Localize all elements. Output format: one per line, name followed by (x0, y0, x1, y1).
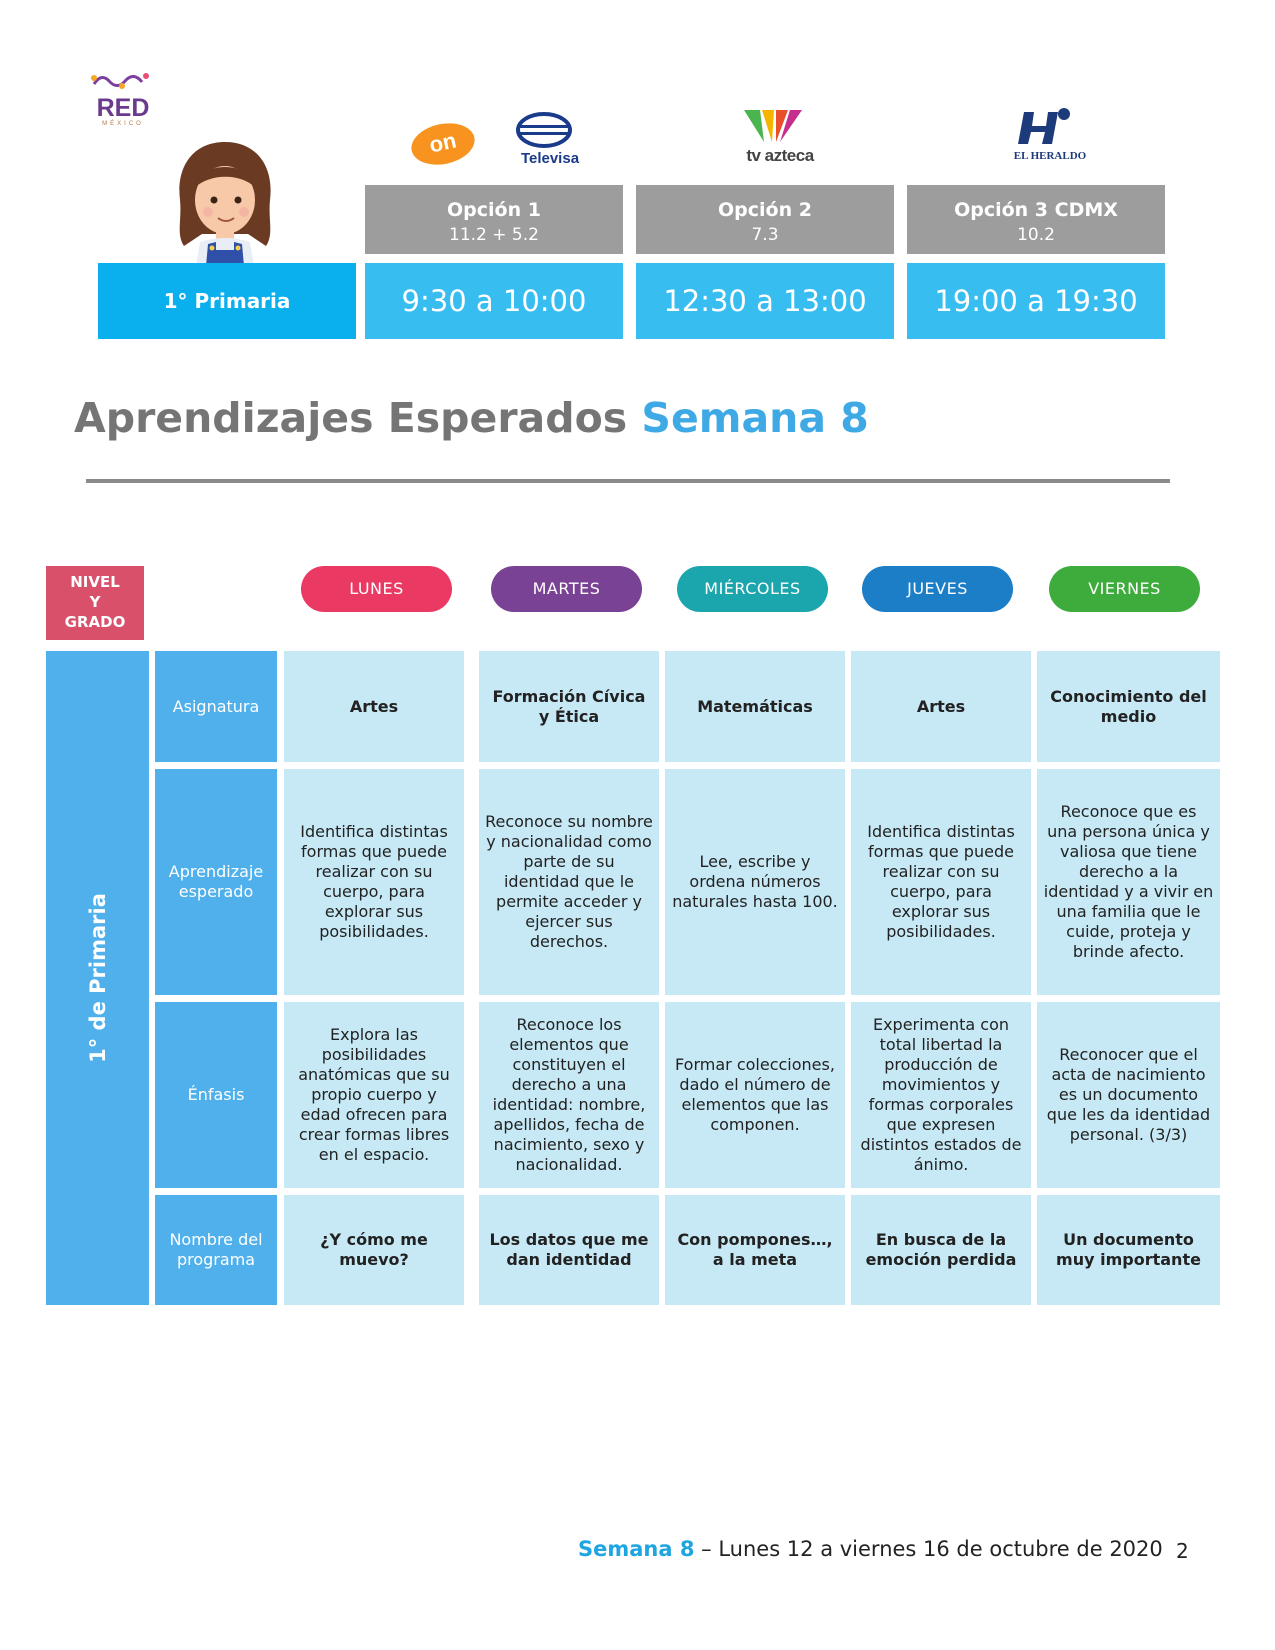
page-title: Aprendizajes Esperados Semana 8 (74, 394, 869, 442)
nivel-word: NIVEL (70, 573, 120, 591)
cell-enfasis-martes: Reconoce los elementos que constituyen e… (479, 1002, 659, 1188)
row-label-aprendizaje: Aprendizaje esperado (155, 769, 277, 995)
day-pill-viernes: VIERNES (1049, 566, 1200, 612)
cell-programa-jueves: En busca de la emoción perdida (851, 1195, 1031, 1305)
grado-word: GRADO (64, 613, 126, 631)
day-pill-jueves: JUEVES (862, 566, 1013, 612)
option-3-time: 19:00 a 19:30 (907, 263, 1165, 339)
grade-label: 1° Primaria (98, 263, 356, 339)
option-3-header: Opción 3 CDMX 10.2 (907, 185, 1165, 254)
cell-programa-lunes: ¿Y cómo me muevo? (284, 1195, 464, 1305)
cell-asignatura-martes: Formación Cívica y Ética (479, 651, 659, 762)
option-channel: 11.2 + 5.2 (449, 225, 539, 245)
red-logo-word: RED (96, 94, 150, 122)
day-pill-miercoles: MIÉRCOLES (677, 566, 828, 612)
title-main: Aprendizajes Esperados (74, 394, 642, 442)
cell-aprendizaje-miercoles: Lee, escribe y ordena números naturales … (665, 769, 845, 995)
cell-programa-martes: Los datos que me dan identidad (479, 1195, 659, 1305)
cell-enfasis-jueves: Experimenta con total libertad la produc… (851, 1002, 1031, 1188)
cell-programa-miercoles: Con pompones…, a la meta (665, 1195, 845, 1305)
footer-date-range: Semana 8 – Lunes 12 a viernes 16 de octu… (578, 1537, 1163, 1561)
day-pill-martes: MARTES (491, 566, 642, 612)
cell-enfasis-miercoles: Formar colecciones, dado el número de el… (665, 1002, 845, 1188)
option-1-header: Opción 1 11.2 + 5.2 (365, 185, 623, 254)
cell-aprendizaje-jueves: Identifica distintas formas que puede re… (851, 769, 1031, 995)
girl-illustration (179, 142, 271, 266)
y-word: Y (89, 593, 101, 611)
cell-aprendizaje-viernes: Reconoce que es una persona única y vali… (1037, 769, 1220, 995)
cell-programa-viernes: Un documento muy importante (1037, 1195, 1220, 1305)
footer-week: Semana 8 (578, 1537, 695, 1561)
option-2-header: Opción 2 7.3 (636, 185, 894, 254)
red-logo-swirl-icon (91, 73, 149, 89)
title-highlight: Semana 8 (641, 394, 869, 442)
cell-aprendizaje-martes: Reconoce su nombre y nacionalidad como p… (479, 769, 659, 995)
tvazteca-wordmark: tv azteca (746, 146, 814, 165)
cell-enfasis-lunes: Explora las posibilidades anatómicas que… (284, 1002, 464, 1188)
once-ninos-logo: on (411, 123, 475, 165)
grade-vertical-label: 1° de Primaria (85, 893, 110, 1063)
red-logo-sub: MÉXICO (102, 121, 144, 127)
cell-enfasis-viernes: Reconocer que el acta de nacimiento es u… (1037, 1002, 1220, 1188)
row-label-programa: Nombre del programa (155, 1195, 277, 1305)
cell-aprendizaje-lunes: Identifica distintas formas que puede re… (284, 769, 464, 995)
option-title: Opción 2 (718, 199, 812, 221)
nivel-grado-label: NIVEL Y GRADO (46, 566, 144, 640)
footer-text: – Lunes 12 a viernes 16 de octubre de 20… (694, 1537, 1163, 1561)
row-label-asignatura: Asignatura (155, 651, 277, 762)
option-title: Opción 1 (447, 199, 541, 221)
red-mexico-logo: RED MÉXICO (88, 70, 158, 132)
option-title: Opción 3 CDMX (954, 199, 1118, 221)
cell-asignatura-miercoles: Matemáticas (665, 651, 845, 762)
option-channel: 7.3 (751, 225, 779, 245)
svg-text:on: on (427, 128, 459, 158)
option-2-time: 12:30 a 13:00 (636, 263, 894, 339)
heraldo-logo-icon (1018, 108, 1070, 144)
option-1-time: 9:30 a 10:00 (365, 263, 623, 339)
cell-asignatura-lunes: Artes (284, 651, 464, 762)
heraldo-wordmark: EL HERALDO (1013, 150, 1087, 162)
tvazteca-logo-icon (744, 110, 802, 142)
day-pill-lunes: LUNES (301, 566, 452, 612)
televisa-wordmark: Televisa (520, 150, 580, 167)
grade-vertical-bar: 1° de Primaria (46, 651, 149, 1305)
page-number: 2 (1176, 1539, 1189, 1563)
option-channel: 10.2 (1017, 225, 1055, 245)
row-label-enfasis: Énfasis (155, 1002, 277, 1188)
televisa-logo-icon (516, 112, 572, 148)
cell-asignatura-viernes: Conocimiento del medio (1037, 651, 1220, 762)
title-divider (86, 479, 1170, 483)
cell-asignatura-jueves: Artes (851, 651, 1031, 762)
